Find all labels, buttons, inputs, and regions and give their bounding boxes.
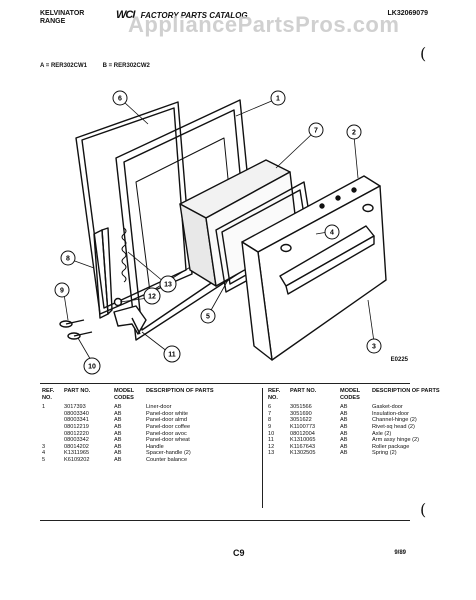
callout-2: 2 [346, 124, 362, 140]
svg-text:2: 2 [352, 130, 356, 137]
handle [279, 225, 375, 295]
svg-text:3: 3 [372, 344, 376, 351]
svg-text:5: 5 [206, 314, 210, 321]
svg-text:8: 8 [66, 256, 70, 263]
col-ref-no: REF. NO. [268, 388, 281, 401]
callout-10: 10 [83, 357, 101, 375]
svg-text:13: 13 [164, 282, 172, 289]
watermark: AppliancePartsPros.com [128, 12, 400, 37]
product-type: RANGE [40, 18, 66, 25]
callout-7: 7 [308, 122, 324, 138]
binder-mark-top: ( [420, 44, 427, 63]
callout-12: 12 [143, 287, 161, 305]
svg-text:10: 10 [88, 364, 96, 371]
rivet [59, 319, 85, 328]
callout-9: 9 [54, 282, 70, 298]
table-header-row: REF. NO. PART NO. MODEL CODES DESCRIPTIO… [42, 388, 222, 404]
svg-text:1: 1 [276, 96, 280, 103]
parts-table-left: REF. NO. PART NO. MODEL CODES DESCRIPTIO… [42, 388, 222, 464]
catalog-page: KELVINATOR RANGE WCI FACTORY PARTS CATAL… [28, 0, 448, 582]
catalog-number: LK32069079 [387, 10, 428, 17]
brand-block: KELVINATOR RANGE [40, 10, 84, 26]
parts-table-right: REF. NO. PART NO. MODEL CODES DESCRIPTIO… [268, 388, 448, 457]
col-model-codes: MODEL CODES [114, 388, 135, 401]
col-ref-no: REF. NO. [42, 388, 55, 401]
callout-5: 5 [200, 308, 216, 324]
col-part-no: PART NO. [290, 388, 317, 394]
col-description: DESCRIPTION OF PARTS [372, 388, 440, 394]
arm-assy-hinge [113, 305, 147, 335]
svg-text:4: 4 [330, 230, 334, 237]
callout-6: 6 [112, 90, 128, 106]
wci-logo: WCI [116, 9, 135, 21]
diagram-code: E0225 [390, 357, 408, 363]
svg-text:12: 12 [148, 294, 156, 301]
print-date: 9/89 [394, 550, 406, 556]
catalog-title: FACTORY PARTS CATALOG [140, 11, 248, 20]
callout-3: 3 [366, 338, 382, 354]
callout-8: 8 [60, 250, 76, 266]
callout-1: 1 [270, 90, 286, 106]
table-bottom-rule [40, 520, 410, 521]
brand-name: KELVINATOR [40, 10, 85, 17]
svg-text:11: 11 [168, 352, 176, 359]
binder-mark-bottom: ( [420, 500, 427, 519]
table-top-rule [40, 383, 410, 384]
col-model-codes: MODEL CODES [340, 388, 361, 401]
model-b: B = RER302CW2 [102, 63, 150, 69]
exploded-door-diagram: 6 1 7 2 4 5 8 [54, 90, 387, 375]
callout-11: 11 [163, 345, 181, 363]
catalog-title-block: WCI FACTORY PARTS CATALOG [116, 9, 248, 21]
model-a: A = RER302CW1 [40, 63, 87, 69]
col-description: DESCRIPTION OF PARTS [146, 388, 214, 394]
spacer-handle [280, 203, 374, 253]
svg-text:7: 7 [314, 128, 318, 135]
svg-text:6: 6 [118, 96, 122, 103]
table-header-row: REF. NO. PART NO. MODEL CODES DESCRIPTIO… [268, 388, 448, 404]
callout-4: 4 [324, 224, 340, 240]
model-legend: A = RER302CW1 B = RER302CW2 [40, 63, 164, 69]
axle [67, 331, 93, 340]
col-part-no: PART NO. [64, 388, 91, 394]
callout-13: 13 [159, 275, 177, 293]
table-divider [262, 388, 263, 508]
spring [121, 227, 127, 283]
svg-text:9: 9 [60, 288, 64, 295]
channel-hinge [93, 227, 113, 319]
page-number: C9 [233, 548, 245, 558]
